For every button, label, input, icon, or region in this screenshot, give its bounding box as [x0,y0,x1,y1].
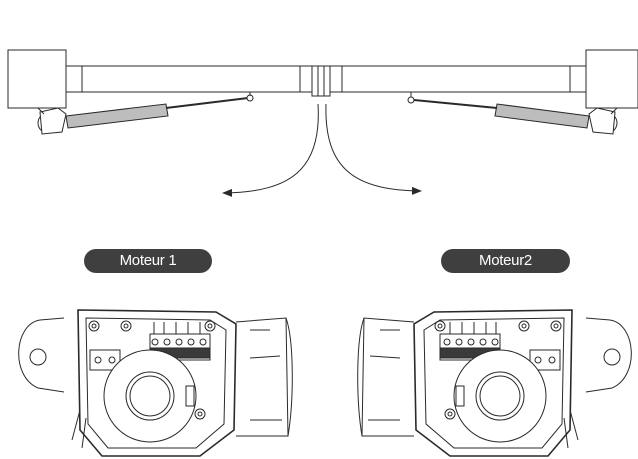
motor-2-detail [357,309,632,457]
right-gate-leaf [329,65,587,93]
motor-1-connector [89,349,121,371]
left-pillar [7,49,67,109]
left-actuator [37,92,254,135]
right-actuator [407,92,618,135]
swing-arrows [222,103,422,197]
motor-1-detail [18,309,293,457]
right-pillar [585,49,638,109]
motor-2-label: Moteur2 [441,249,570,273]
motor-2-connector [529,349,561,371]
motor-1-label: Moteur 1 [84,249,212,273]
left-swing-arrow [222,103,319,197]
center-stop [311,65,331,97]
right-swing-arrow [325,103,422,195]
gate-plan-view [7,49,638,135]
left-gate-leaf [65,65,313,93]
